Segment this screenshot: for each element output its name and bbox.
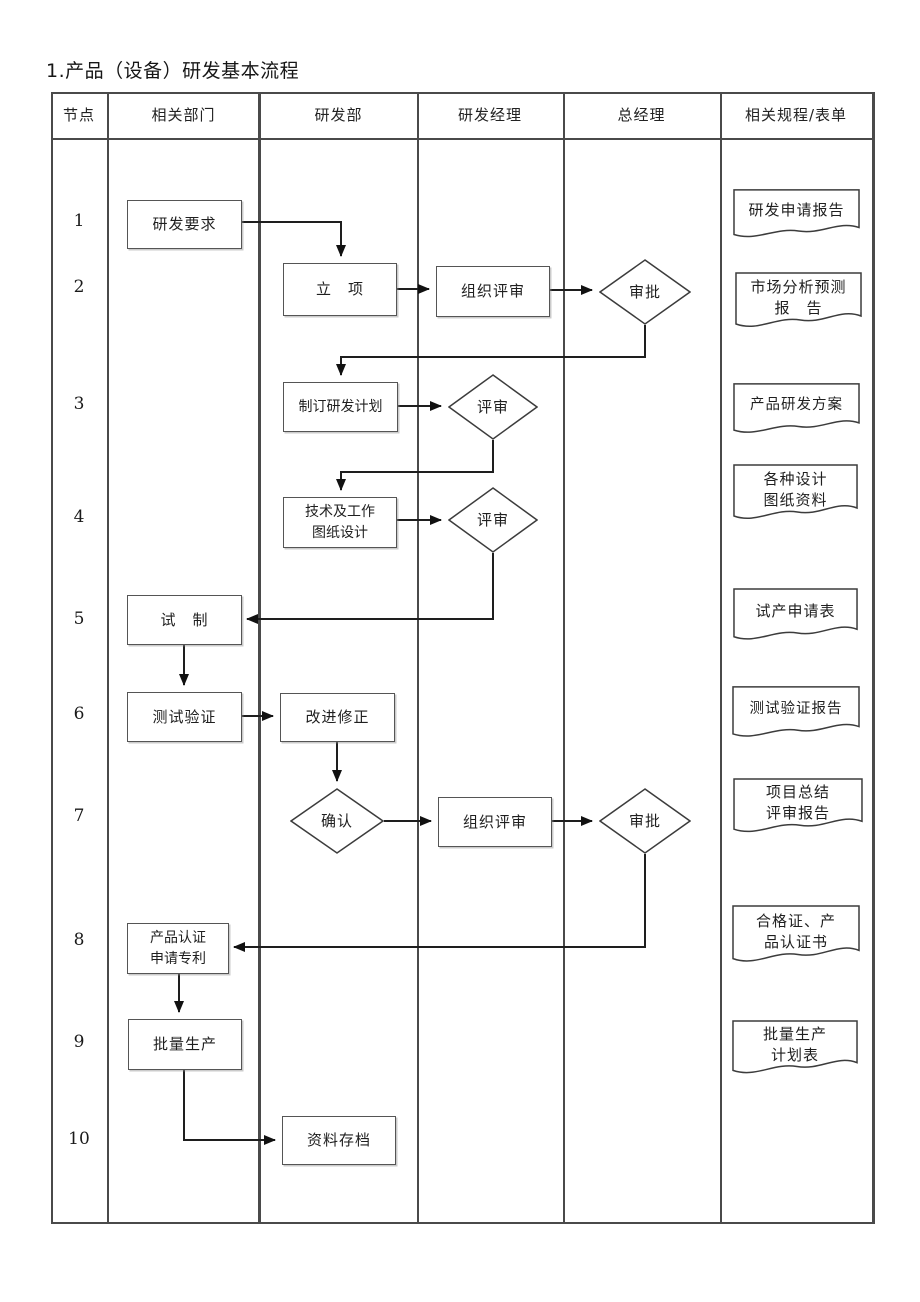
node-number-7: 7 xyxy=(73,806,85,826)
decision-review-1: 评审 xyxy=(448,374,538,440)
decision-approval-1: 审批 xyxy=(599,259,691,325)
connector-review3-to-trial xyxy=(246,553,494,624)
doc-label: 合格证、产 品认证书 xyxy=(755,911,836,951)
box-trial-production: 试 制 xyxy=(127,595,242,645)
doc-label: 各种设计 图纸资料 xyxy=(763,469,828,509)
doc-mass-production-plan: 批量生产 计划表 xyxy=(732,1020,858,1082)
doc-rd-application-report: 研发申请报告 xyxy=(733,189,860,245)
doc-design-drawings: 各种设计 图纸资料 xyxy=(733,464,858,528)
node-number-5: 5 xyxy=(73,609,85,629)
box-label: 组织评审 xyxy=(460,282,525,300)
connector-approval-to-plan xyxy=(336,325,646,376)
doc-project-summary-review-report: 项目总结 评审报告 xyxy=(733,778,863,841)
doc-test-verification-report: 测试验证报告 xyxy=(732,686,860,745)
page-title: 1.产品（设备）研发基本流程 xyxy=(46,60,300,82)
connector-requirements-to-project xyxy=(240,221,346,257)
box-label: 研发要求 xyxy=(152,215,217,233)
box-label: 资料存档 xyxy=(306,1131,371,1149)
decision-confirm: 确认 xyxy=(290,788,384,854)
node-number-4: 4 xyxy=(73,507,85,527)
box-mass-production: 批量生产 xyxy=(128,1019,242,1070)
box-organize-review-2: 组织评审 xyxy=(438,797,552,847)
column-header-rd-manager: 研发经理 xyxy=(457,106,522,124)
column-header-general-manager: 总经理 xyxy=(617,106,666,124)
connector-approval2-to-certification xyxy=(233,854,646,952)
connector-production-to-archive xyxy=(183,1068,276,1145)
doc-label: 产品研发方案 xyxy=(750,397,843,413)
decision-review-2: 评审 xyxy=(448,487,538,553)
box-label: 制订研发计划 xyxy=(298,398,383,415)
column-header-procedures-forms: 相关规程/表单 xyxy=(744,106,848,124)
doc-label: 项目总结 评审报告 xyxy=(765,783,830,822)
box-organize-review-1: 组织评审 xyxy=(436,266,550,317)
box-label: 产品认证 申请专利 xyxy=(150,929,206,967)
doc-market-analysis-forecast-report: 市场分析预测 报 告 xyxy=(735,272,862,336)
table-border-bottom xyxy=(51,1222,875,1224)
box-label: 测试验证 xyxy=(152,707,217,726)
box-rd-requirements: 研发要求 xyxy=(127,200,242,249)
box-label: 立 项 xyxy=(315,280,364,298)
box-technical-drawing-design: 技术及工作 图纸设计 xyxy=(283,497,397,548)
doc-trial-production-application: 试产申请表 xyxy=(733,588,858,648)
box-label: 组织评审 xyxy=(462,812,527,831)
lane-divider-1 xyxy=(107,92,109,1224)
decision-label: 审批 xyxy=(628,811,661,830)
column-header-node: 节点 xyxy=(62,106,95,124)
decision-label: 评审 xyxy=(476,510,509,529)
doc-label: 研发申请报告 xyxy=(748,201,845,219)
table-border-right xyxy=(872,92,875,1224)
node-number-9: 9 xyxy=(73,1032,85,1052)
column-header-rd-dept: 研发部 xyxy=(314,106,363,124)
node-number-3: 3 xyxy=(73,394,85,414)
doc-label: 市场分析预测 报 告 xyxy=(750,277,847,317)
doc-label: 试产申请表 xyxy=(755,602,836,620)
box-label: 试 制 xyxy=(160,610,209,629)
doc-label: 测试验证报告 xyxy=(749,700,843,717)
decision-label: 评审 xyxy=(476,397,509,416)
decision-label: 确认 xyxy=(320,811,353,830)
doc-product-rd-plan: 产品研发方案 xyxy=(733,383,860,441)
box-label: 技术及工作 图纸设计 xyxy=(305,503,375,541)
doc-label: 批量生产 计划表 xyxy=(762,1024,827,1064)
box-project-approval: 立 项 xyxy=(283,263,397,316)
node-number-2: 2 xyxy=(73,277,85,297)
lane-divider-5 xyxy=(720,92,722,1224)
column-header-related-dept: 相关部门 xyxy=(151,106,216,124)
box-data-archiving: 资料存档 xyxy=(282,1116,396,1165)
box-improve-correct: 改进修正 xyxy=(280,693,395,742)
box-draft-rd-plan: 制订研发计划 xyxy=(283,382,398,432)
lane-divider-3 xyxy=(417,92,419,1224)
node-number-1: 1 xyxy=(73,211,85,231)
lane-divider-2 xyxy=(258,92,261,1224)
box-product-certification-patent: 产品认证 申请专利 xyxy=(127,923,229,974)
connector-review2-to-design xyxy=(336,440,494,491)
node-number-8: 8 xyxy=(73,930,85,950)
box-label: 改进修正 xyxy=(305,708,370,726)
lane-divider-4 xyxy=(563,92,565,1224)
node-number-10: 10 xyxy=(68,1129,90,1149)
table-border-left xyxy=(51,92,53,1224)
decision-label: 审批 xyxy=(628,282,661,301)
decision-approval-2: 审批 xyxy=(599,788,691,854)
doc-certificate-product-certification: 合格证、产 品认证书 xyxy=(732,905,860,971)
node-number-6: 6 xyxy=(73,704,85,724)
table-border-top xyxy=(51,92,875,94)
header-divider xyxy=(51,138,875,140)
box-test-verification: 测试验证 xyxy=(127,692,242,742)
box-label: 批量生产 xyxy=(152,1035,217,1053)
